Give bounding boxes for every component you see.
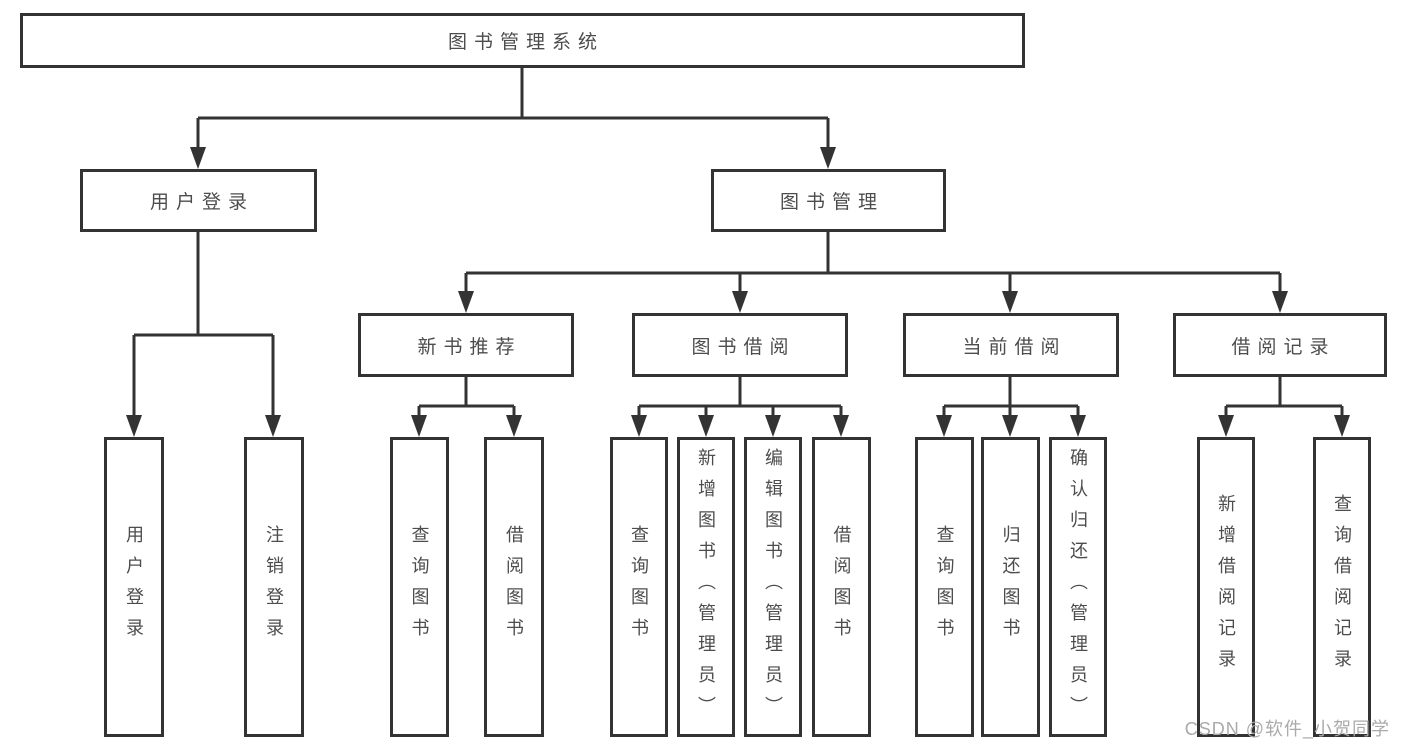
node-label: 编辑图书（管理员） xyxy=(763,447,783,727)
node-label: 图书管理 xyxy=(779,192,884,213)
node-label: 新增图书（管理员） xyxy=(696,447,716,727)
node-label: 借阅记录 xyxy=(1231,336,1336,358)
node-label: 确认归还（管理员） xyxy=(1068,447,1088,727)
node-library-management-system: 图书管理系统 xyxy=(20,13,1025,68)
node-label: 图书借阅 xyxy=(691,336,796,358)
leaf-user-login: 用户登录 xyxy=(104,437,164,737)
node-label: 图书管理系统 xyxy=(447,32,604,53)
node-label: 新增借阅记录 xyxy=(1216,494,1236,680)
connector-current-borrowing xyxy=(942,377,1080,417)
csdn-watermark: CSDN @软件_小贺同学 xyxy=(1184,719,1390,739)
node-label: 查询图书 xyxy=(934,525,955,649)
node-label: 借阅图书 xyxy=(504,525,524,649)
connector-book-borrowing xyxy=(637,377,843,417)
leaf-borrowing-edit-books-admin: 编辑图书（管理员） xyxy=(744,437,802,737)
leaf-borrowing-borrow-books: 借阅图书 xyxy=(812,437,871,737)
leaf-newbook-query-books: 查询图书 xyxy=(390,437,449,737)
node-new-book-recommend: 新书推荐 xyxy=(358,313,574,377)
arrowheads xyxy=(126,147,1350,437)
leaf-records-add-borrow-record: 新增借阅记录 xyxy=(1197,437,1255,737)
node-label: 注销登录 xyxy=(264,525,284,649)
leaf-current-confirm-return-admin: 确认归还（管理员） xyxy=(1049,437,1107,737)
node-label: 查询图书 xyxy=(629,525,649,649)
node-borrowing-records: 借阅记录 xyxy=(1173,313,1387,377)
node-label: 当前借阅 xyxy=(962,336,1067,358)
leaf-borrowing-add-books-admin: 新增图书（管理员） xyxy=(677,437,735,737)
node-label: 查询图书 xyxy=(409,525,430,649)
node-label: 用户登录 xyxy=(124,525,144,649)
leaf-current-return-books: 归还图书 xyxy=(981,437,1040,737)
leaf-records-query-borrow-record: 查询借阅记录 xyxy=(1313,437,1371,737)
leaf-logout-login: 注销登录 xyxy=(244,437,304,737)
leaf-newbook-borrow-books: 借阅图书 xyxy=(484,437,544,737)
node-label: 查询借阅记录 xyxy=(1332,494,1352,680)
node-label: 归还图书 xyxy=(1000,525,1021,649)
node-book-borrowing: 图书借阅 xyxy=(632,313,848,377)
leaf-current-query-books: 查询图书 xyxy=(915,437,974,737)
connector-new-book-recommend xyxy=(417,377,516,417)
node-user-login: 用户登录 xyxy=(80,169,317,232)
node-label: 新书推荐 xyxy=(417,336,522,358)
node-book-management: 图书管理 xyxy=(711,169,946,232)
node-label: 借阅图书 xyxy=(831,525,852,649)
node-label: 用户登录 xyxy=(149,192,254,213)
node-current-borrowing: 当前借阅 xyxy=(903,313,1119,377)
connector-book-management xyxy=(464,232,1282,293)
connector-borrowing-records xyxy=(1224,377,1344,417)
connector-user-login xyxy=(132,232,275,417)
leaf-borrowing-query-books: 查询图书 xyxy=(610,437,668,737)
connector-root xyxy=(196,68,830,149)
